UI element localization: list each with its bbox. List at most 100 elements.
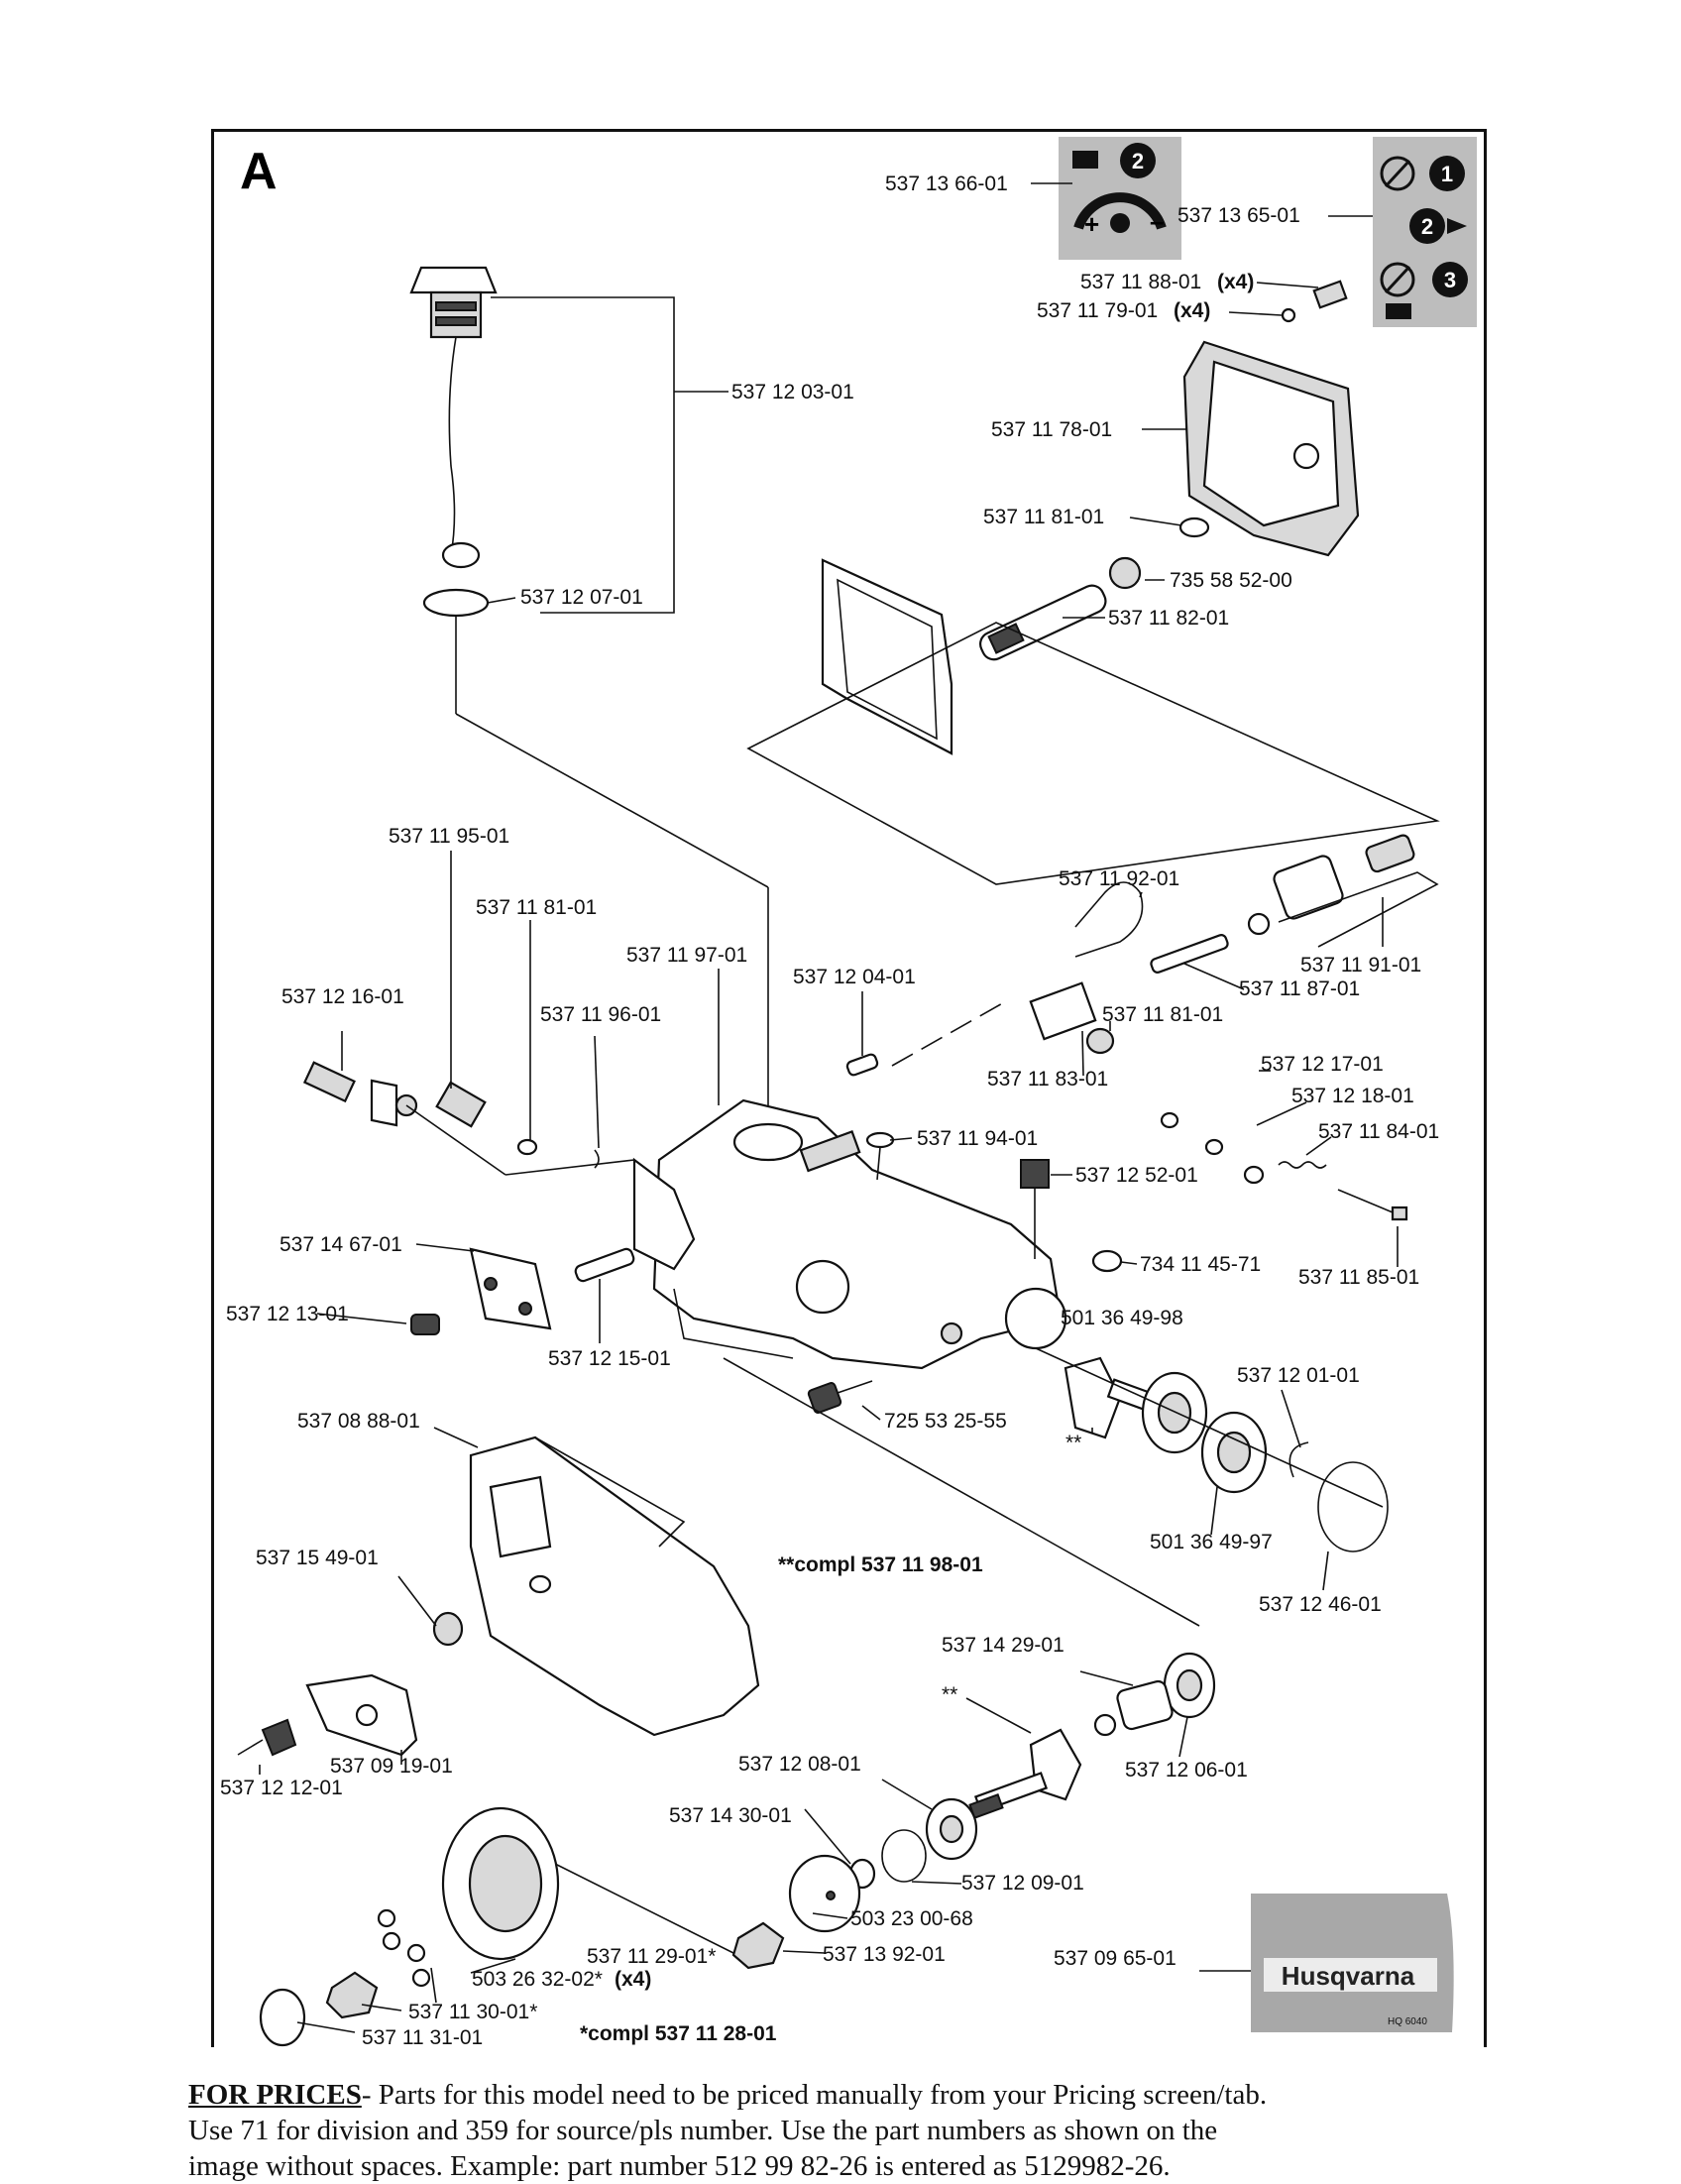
exploded-parts-diagram: A 2 + – 1 2 3 [220, 137, 1477, 2049]
screw-537-11-95 [435, 1081, 487, 1128]
husqvarna-decal: Husqvarna HQ 6040 [1251, 1894, 1454, 2032]
part-label: 725 53 25-55 [884, 1410, 1007, 1433]
part-label: 537 12 13-01 [226, 1303, 349, 1325]
part-label: 735 58 52-00 [1170, 569, 1292, 592]
part-label: 537 15 49-01 [256, 1547, 379, 1569]
part-label: 734 11 45-71 [1140, 1253, 1261, 1276]
chain-cover [469, 1436, 760, 1737]
part-label: 537 11 96-01 [540, 1003, 661, 1026]
part-label: 537 11 85-01 [1298, 1266, 1419, 1289]
screws-top [1281, 280, 1348, 323]
svg-text:+: + [1084, 209, 1099, 239]
part-label: 501 36 49-97 [1150, 1531, 1273, 1553]
part-label: 537 14 29-01 [942, 1634, 1065, 1657]
part-label: 537 11 92-01 [1059, 867, 1179, 890]
part-label: 537 11 95-01 [389, 825, 509, 848]
sleeve-537-14-29 [1093, 1679, 1174, 1737]
bearing-501-36-49-98 [1141, 1371, 1208, 1454]
bearing-501-36-49-97 [1200, 1411, 1268, 1494]
part-label: 503 26 32-02* [472, 1968, 603, 1991]
part-label: 537 12 08-01 [738, 1753, 861, 1776]
part-label: 501 36 49-98 [1061, 1307, 1183, 1329]
nipple-537-12-04 [845, 1053, 879, 1077]
bracket-537-12-03 [491, 296, 675, 614]
decal-marker-1: 1 [1441, 162, 1453, 186]
part-label: 537 12 01-01 [1237, 1364, 1360, 1387]
clutch-hub [325, 1971, 379, 2019]
washer-537-11-81a [516, 1138, 538, 1156]
tension-screw-assembly [302, 1061, 418, 1127]
part-label: 537 12 17-01 [1261, 1053, 1384, 1076]
diagram-frame [211, 129, 1487, 2047]
part-label: 537 11 29-01* [587, 1945, 716, 1968]
part-label: 537 11 87-01 [1239, 977, 1360, 1000]
bushing-537-15-49 [432, 1611, 464, 1647]
pricing-note: FOR PRICES- Parts for this model need to… [188, 2077, 1477, 2184]
bevel-gear-shaft [968, 1728, 1082, 1819]
decal-small-text: HQ 6040 [1388, 2016, 1427, 2027]
part-qty: (x4) [615, 1968, 651, 1991]
pricing-note-line1: FOR PRICES- Parts for this model need to… [188, 2077, 1477, 2113]
part-label: 537 12 09-01 [961, 1872, 1084, 1895]
part-label: 537 12 52-01 [1075, 1164, 1198, 1187]
decal-instructions: 1 2 3 [1373, 137, 1477, 327]
clutch-drum [441, 1806, 560, 1961]
oil-cap-assembly [409, 266, 498, 618]
part-label: 537 11 30-01* [408, 2001, 537, 2023]
gear-housing [632, 1098, 1067, 1370]
circlip-537-12-01 [1289, 1441, 1309, 1478]
ring-537-12-46 [1317, 1461, 1389, 1552]
part-marker: ** [1065, 1432, 1081, 1454]
part-label: 537 11 84-01 [1318, 1120, 1439, 1143]
part-label: 537 12 07-01 [520, 586, 643, 609]
for-prices-heading: FOR PRICES [188, 2079, 362, 2111]
part-label: 537 11 97-01 [626, 944, 747, 967]
decal-marker-3: 3 [1444, 268, 1456, 292]
part-label: 537 11 94-01 [917, 1127, 1038, 1150]
oil-tank-cover [1108, 340, 1360, 590]
part-label: 537 12 46-01 [1259, 1593, 1382, 1616]
part-label: 537 11 81-01 [476, 896, 597, 919]
part-label: 537 13 92-01 [823, 1943, 946, 1966]
part-qty: (x4) [1174, 299, 1210, 322]
decal-oil-adjust: 2 + – [1059, 137, 1181, 260]
part-label: 537 11 81-01 [983, 506, 1104, 528]
part-label: 537 13 66-01 [885, 172, 1008, 195]
part-label: 537 12 18-01 [1291, 1085, 1414, 1107]
bracket-537-11-91 [1278, 871, 1439, 948]
oil-pump-parts [1029, 834, 1415, 1221]
ring-537-12-09 [881, 1829, 927, 1883]
compl-note-clutch: *compl 537 11 28-01 [580, 2022, 777, 2045]
pricing-text-1: - Parts for this model need to be priced… [361, 2079, 1268, 2111]
part-label: 537 11 81-01 [1102, 1003, 1223, 1026]
part-label: 537 09 65-01 [1054, 1947, 1177, 1970]
washer-734-11-45 [1091, 1249, 1123, 1273]
gasket [821, 558, 953, 755]
washer-503-23-00 [788, 1854, 861, 1933]
washer-537-11-31 [259, 1988, 306, 2047]
part-label: 537 11 31-01 [362, 2026, 483, 2049]
part-label: 537 11 82-01 [1108, 607, 1229, 630]
part-label: 537 14 30-01 [669, 1804, 792, 1827]
decal-marker-2a: 2 [1132, 149, 1144, 173]
spring-537-11-96 [594, 1149, 600, 1169]
pricing-note-line2: Use 71 for division and 359 for source/p… [188, 2115, 1218, 2146]
bearing-537-12-08 [925, 1797, 978, 1861]
stud [410, 1247, 635, 1335]
part-label: 537 08 88-01 [297, 1410, 420, 1433]
part-label: 537 14 67-01 [280, 1233, 402, 1256]
inspection-cover [305, 1673, 418, 1757]
svg-text:–: – [1150, 206, 1164, 236]
pinion-gear [1064, 1356, 1154, 1439]
drive-537-13-92 [731, 1921, 785, 1970]
screw-725-53-25 [807, 1380, 873, 1414]
part-label: 537 12 06-01 [1125, 1759, 1248, 1782]
part-label: 537 12 03-01 [731, 381, 854, 403]
part-label: 537 11 83-01 [987, 1068, 1108, 1091]
leader-lines [259, 182, 1399, 2033]
part-label: 537 09 19-01 [330, 1755, 453, 1778]
part-label: 537 13 65-01 [1177, 204, 1300, 227]
nut-537-12-12 [261, 1718, 297, 1757]
compl-note-gearbox: **compl 537 11 98-01 [778, 1553, 983, 1576]
adjust-plate [469, 1247, 552, 1330]
